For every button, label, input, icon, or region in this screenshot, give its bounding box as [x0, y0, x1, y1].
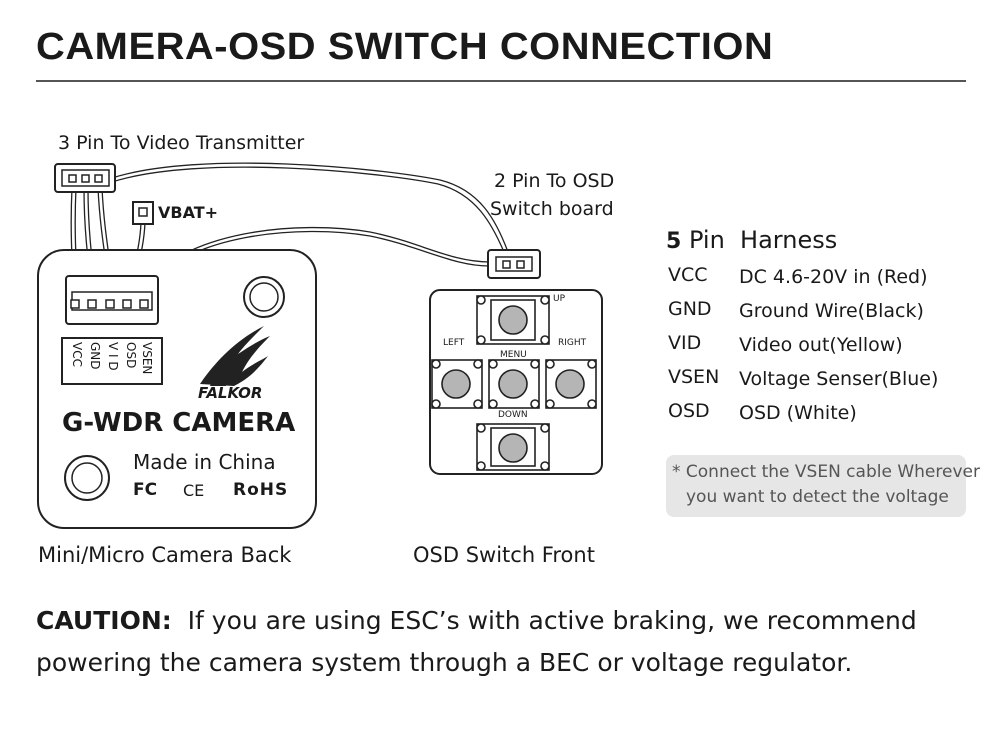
caution-line1: CAUTION: If you are using ESC’s with act…	[36, 606, 917, 635]
harness-pin-desc: Voltage Senser(Blue)	[739, 368, 939, 390]
vsen-note-line2: you want to detect the voltage	[686, 487, 949, 507]
title-divider	[36, 80, 966, 82]
ce-mark: CE	[183, 481, 205, 500]
harness-pin-desc: Ground Wire(Black)	[739, 300, 924, 322]
harness-pin-desc: OSD (White)	[739, 402, 857, 424]
camera-caption: Mini/Micro Camera Back	[38, 543, 292, 567]
caution-label: CAUTION:	[36, 606, 172, 635]
vbat-connector	[132, 201, 154, 225]
camera-pin-label: VCC	[70, 342, 84, 367]
camera-pin-label: OSD	[124, 342, 138, 369]
osd-button-label-up: UP	[553, 294, 566, 304]
osd-button-label-down: DOWN	[498, 410, 528, 420]
harness-title: 5 Pin Harness	[666, 226, 837, 254]
vsen-note-box: * Connect the VSEN cable Wherever you wa…	[666, 455, 980, 517]
fc-mark: FC	[133, 480, 158, 500]
harness-pin-name: VID	[668, 332, 702, 354]
osd-button-label-right: RIGHT	[558, 338, 587, 348]
rohs-mark: RoHS	[233, 480, 289, 500]
osd-button-label-menu: MENU	[500, 350, 527, 360]
camera-made-in: Made in China	[133, 450, 276, 474]
caution-text-line2: powering the camera system through a BEC…	[36, 648, 853, 677]
falkor-logo-icon	[200, 326, 270, 386]
camera-board	[37, 249, 317, 529]
video-transmitter-label: 3 Pin To Video Transmitter	[58, 132, 305, 154]
switch-caption: OSD Switch Front	[413, 543, 595, 567]
harness-pin-name: OSD	[668, 400, 710, 422]
harness-pin-desc: Video out(Yellow)	[739, 334, 903, 356]
camera-pin-label: GND	[88, 342, 102, 370]
vbat-label: VBAT+	[158, 203, 219, 222]
camera-brand: FALKOR	[198, 384, 263, 402]
vsen-note-line1: * Connect the VSEN cable Wherever	[672, 462, 980, 482]
osd-connector-label-line2: Switch board	[490, 198, 614, 220]
harness-pin-count: 5	[666, 229, 682, 254]
harness-title-text: Pin Harness	[688, 226, 838, 254]
camera-model: G-WDR CAMERA	[62, 408, 296, 438]
harness-pin-name: VSEN	[668, 366, 720, 388]
osd-connector-label-line1: 2 Pin To OSD	[494, 170, 615, 192]
harness-pin-name: VCC	[668, 264, 708, 286]
camera-pin-label: V I D	[106, 342, 120, 371]
osd-two-pin-connector	[487, 249, 541, 279]
harness-pin-desc: DC 4.6-20V in (Red)	[739, 266, 928, 288]
caution-text-line1: If you are using ESC’s with active braki…	[187, 606, 917, 635]
page-title: CAMERA-OSD SWITCH CONNECTION	[36, 26, 774, 68]
osd-switch-board	[429, 289, 603, 475]
harness-pin-name: GND	[668, 298, 712, 320]
osd-button-label-left: LEFT	[443, 338, 465, 348]
three-pin-connector	[54, 163, 116, 193]
camera-pin-label: VSEN	[140, 342, 154, 375]
